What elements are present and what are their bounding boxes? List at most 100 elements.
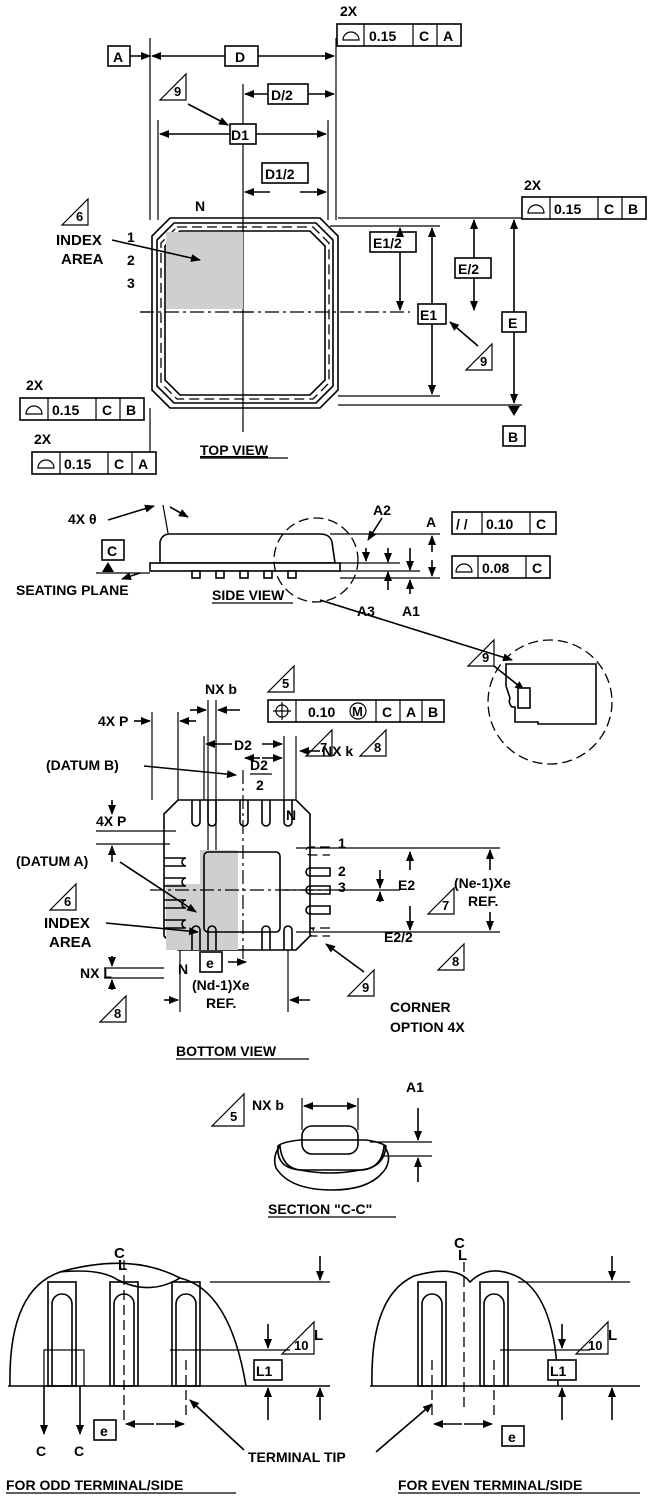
svg-text:A2: A2 bbox=[373, 502, 391, 518]
svg-text:9: 9 bbox=[480, 354, 487, 369]
svg-text:C: C bbox=[36, 1443, 46, 1459]
exposed-pad bbox=[203, 851, 281, 933]
svg-text:2: 2 bbox=[338, 863, 346, 879]
bottom-view: 5 NX b 0.10 M C A B 7 8 bbox=[16, 664, 511, 1060]
svg-text:D1/2: D1/2 bbox=[265, 166, 295, 182]
section-cc: 5 NX b A1 SECTION "C-C" bbox=[210, 1079, 432, 1218]
svg-text:9: 9 bbox=[362, 980, 369, 995]
profile-icon bbox=[527, 204, 545, 214]
section-body bbox=[273, 1143, 390, 1191]
note-6-triangle-top: 6 bbox=[60, 197, 89, 226]
svg-text:0.15: 0.15 bbox=[52, 402, 79, 418]
svg-text:NX b: NX b bbox=[205, 681, 237, 697]
svg-text:E/2: E/2 bbox=[458, 261, 479, 277]
svg-text:C: C bbox=[604, 201, 614, 217]
svg-text:C: C bbox=[107, 543, 117, 559]
profile-icon bbox=[37, 459, 55, 469]
side-body bbox=[159, 533, 336, 564]
svg-text:8: 8 bbox=[374, 740, 381, 755]
section-terminal bbox=[301, 1125, 359, 1155]
detail-pad bbox=[505, 663, 597, 725]
svg-text:8: 8 bbox=[452, 954, 459, 969]
fcf-position: 0.10 M C A B bbox=[267, 699, 445, 723]
profile-icon bbox=[342, 31, 360, 41]
svg-text:N: N bbox=[178, 961, 188, 977]
svg-text:FOR EVEN TERMINAL/SIDE: FOR EVEN TERMINAL/SIDE bbox=[398, 1477, 582, 1493]
svg-text:E2/2: E2/2 bbox=[384, 929, 413, 945]
bottom-index-shade bbox=[166, 884, 238, 950]
mmc-icon bbox=[349, 702, 367, 720]
datum-b-box bbox=[502, 425, 526, 447]
note-5-triangle-section: 5 bbox=[210, 1092, 245, 1127]
dim-e1-half-box bbox=[369, 231, 417, 253]
svg-text:B: B bbox=[508, 429, 518, 445]
svg-text:(Ne-1)Xe: (Ne-1)Xe bbox=[454, 875, 511, 891]
svg-text:e: e bbox=[206, 955, 214, 971]
svg-text:(Nd-1)Xe: (Nd-1)Xe bbox=[192, 977, 250, 993]
svg-text:BOTTOM VIEW: BOTTOM VIEW bbox=[176, 1043, 277, 1059]
profile-icon bbox=[455, 563, 473, 573]
svg-text:A: A bbox=[138, 456, 148, 472]
fcf-right: 0.15 C B bbox=[521, 196, 647, 220]
svg-text:6: 6 bbox=[76, 209, 83, 224]
svg-text:4X P: 4X P bbox=[96, 813, 126, 829]
svg-text:NX k: NX k bbox=[322, 743, 353, 759]
note-5-triangle-bottom: 5 bbox=[266, 664, 295, 693]
note-7-triangle-right: 7 bbox=[426, 886, 455, 915]
svg-text:2: 2 bbox=[256, 777, 264, 793]
note-9-triangle-detail: 9 bbox=[466, 638, 525, 691]
svg-text:L: L bbox=[118, 1257, 127, 1274]
dim-d-box bbox=[224, 45, 259, 67]
note-9-triangle-corner: 9 bbox=[346, 968, 375, 997]
svg-text:C: C bbox=[536, 516, 546, 532]
even-terminal-detail: C L e L1 10 L FOR EVEN TERMINAL/SIDE bbox=[370, 1235, 640, 1494]
datum-a-label: A bbox=[113, 49, 123, 65]
svg-text:0.10: 0.10 bbox=[486, 516, 513, 532]
svg-text:C: C bbox=[532, 560, 542, 576]
svg-text:E1/2: E1/2 bbox=[373, 235, 402, 251]
svg-text:L: L bbox=[458, 1247, 467, 1264]
svg-text:2X: 2X bbox=[34, 431, 52, 447]
svg-text:INDEX: INDEX bbox=[44, 915, 90, 932]
svg-text:D2: D2 bbox=[250, 757, 268, 773]
pitch-e-box-odd bbox=[93, 1419, 117, 1441]
svg-text:7: 7 bbox=[442, 898, 449, 913]
svg-text:REF.: REF. bbox=[468, 893, 498, 909]
dim-d1-half-box bbox=[261, 162, 309, 184]
svg-text:e: e bbox=[508, 1429, 516, 1445]
svg-text:C: C bbox=[114, 1245, 125, 1262]
svg-text:4X P: 4X P bbox=[98, 713, 128, 729]
package-outline bbox=[151, 217, 339, 409]
svg-text:(DATUM B): (DATUM B) bbox=[46, 757, 119, 773]
svg-text:7: 7 bbox=[320, 740, 327, 755]
svg-text:D2: D2 bbox=[234, 737, 252, 753]
svg-text:C: C bbox=[419, 28, 429, 44]
bottom-right-terminals bbox=[305, 846, 331, 937]
svg-text:C: C bbox=[382, 704, 392, 720]
svg-text:A: A bbox=[443, 28, 453, 44]
svg-text:NX L: NX L bbox=[80, 965, 112, 981]
svg-text:D1: D1 bbox=[231, 127, 249, 143]
svg-text:C: C bbox=[454, 1235, 465, 1252]
svg-text:10: 10 bbox=[294, 1338, 308, 1353]
svg-text:2: 2 bbox=[127, 252, 135, 268]
profile-icon bbox=[25, 405, 43, 415]
svg-text:NX b: NX b bbox=[252, 1097, 284, 1113]
svg-text:0.15: 0.15 bbox=[369, 28, 396, 44]
svg-text:REF.: REF. bbox=[206, 995, 236, 1011]
svg-text:AREA: AREA bbox=[49, 934, 92, 951]
note-8-triangle-left: 8 bbox=[98, 994, 127, 1023]
odd-terminal-detail: C L C C e L1 10 L FOR ODD TERMINAL/SIDE bbox=[6, 1245, 330, 1494]
note-8-triangle-bottom: 8 bbox=[358, 728, 387, 757]
svg-text:0.08: 0.08 bbox=[482, 560, 509, 576]
svg-text:CORNER: CORNER bbox=[390, 999, 451, 1015]
svg-text:M: M bbox=[352, 704, 363, 719]
svg-text:OPTION 4X: OPTION 4X bbox=[390, 1019, 465, 1035]
dim-d-label: D bbox=[235, 49, 245, 65]
top-view-title: TOP VIEW bbox=[200, 442, 269, 458]
svg-text:SIDE VIEW: SIDE VIEW bbox=[212, 587, 285, 603]
fcf-top: 0.15 C A bbox=[336, 23, 462, 47]
svg-text:L1: L1 bbox=[256, 1363, 273, 1379]
svg-text:L: L bbox=[314, 1327, 323, 1344]
